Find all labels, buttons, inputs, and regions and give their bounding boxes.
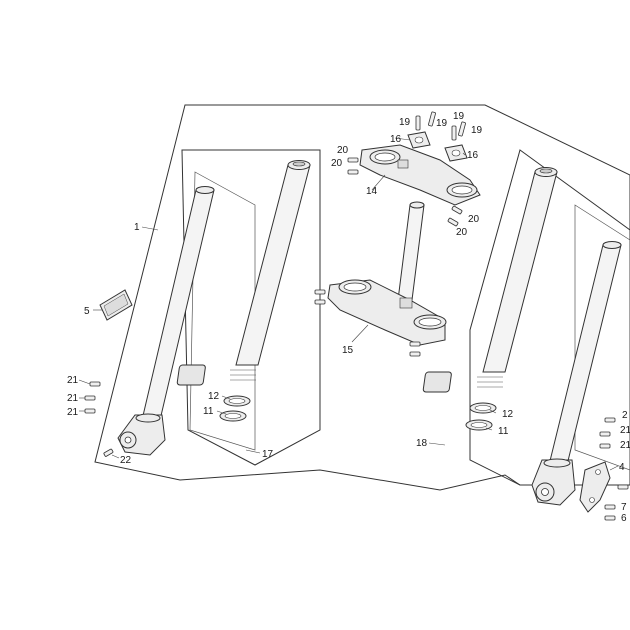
clamp-bolts-19 xyxy=(415,111,466,141)
label-part-20-a: 20 xyxy=(337,145,349,156)
label-part-6: 6 xyxy=(621,513,627,524)
steering-stem xyxy=(397,201,425,301)
label-part-20-b: 20 xyxy=(331,158,343,169)
main-panel-outline xyxy=(94,104,630,491)
leader-lines xyxy=(78,137,619,471)
label-part-18: 18 xyxy=(416,438,428,449)
label-part-21-right-a: 21 xyxy=(620,425,630,436)
left-seal-ring-11 xyxy=(219,410,247,422)
label-part-16-a: 16 xyxy=(390,134,402,145)
label-part-19-c: 19 xyxy=(453,111,465,122)
upper-triple-clamp xyxy=(359,144,481,206)
label-part-12-right: 12 xyxy=(502,409,514,420)
label-part-2-right: 2 xyxy=(622,410,628,421)
label-part-19-b: 19 xyxy=(436,118,448,129)
reflector-plate xyxy=(99,289,133,321)
right-fork-outer-tube xyxy=(422,167,558,393)
label-part-11-left: 11 xyxy=(203,406,214,417)
label-part-21-right-b: 21 xyxy=(620,440,630,451)
label-part-16-b: 16 xyxy=(467,150,479,161)
label-part-21-a: 21 xyxy=(67,375,79,386)
part-labels: 1 5 21 21 21 22 12 11 17 14 19 19 19 19 … xyxy=(67,111,630,524)
right-seal-ring-12 xyxy=(469,402,497,414)
lower-triple-clamp xyxy=(327,279,447,346)
label-part-11-right: 11 xyxy=(498,426,509,437)
label-part-5: 5 xyxy=(84,306,90,317)
label-part-20-d: 20 xyxy=(456,227,468,238)
left-bolts-21 xyxy=(84,381,101,414)
label-part-20-c: 20 xyxy=(468,214,480,225)
label-part-19-d: 19 xyxy=(471,125,483,136)
left-seal-ring-12 xyxy=(223,395,251,407)
right-fork-inner-tube xyxy=(548,241,622,466)
label-part-17: 17 xyxy=(262,449,274,460)
label-part-21-c: 21 xyxy=(67,407,79,418)
clamp-bolts-20-top xyxy=(347,157,359,175)
right-fork-axle-clamp xyxy=(531,458,576,506)
label-part-12-left: 12 xyxy=(208,391,220,402)
right-seal-ring-11 xyxy=(465,419,493,431)
left-fork-outer-tube xyxy=(176,160,311,386)
label-part-1: 1 xyxy=(134,222,140,233)
lower-clamp-bolts xyxy=(314,289,421,357)
label-part-19-a: 19 xyxy=(399,117,411,128)
handlebar-clamp-right xyxy=(444,144,468,162)
right-bolts-21 xyxy=(599,417,629,521)
label-part-7: 7 xyxy=(621,502,627,513)
clamp-bolts-20-right xyxy=(447,205,463,227)
right-fork-panel xyxy=(469,149,630,486)
label-part-21-b: 21 xyxy=(67,393,79,404)
label-part-4: 4 xyxy=(619,462,625,473)
left-fork-axle-clamp xyxy=(117,413,166,456)
bolt-22 xyxy=(103,448,114,457)
brake-bracket xyxy=(579,461,611,513)
handlebar-clamp-left xyxy=(407,131,431,149)
label-part-14: 14 xyxy=(366,186,378,197)
label-part-22: 22 xyxy=(120,455,132,466)
label-part-15: 15 xyxy=(342,345,354,356)
left-inner-panel xyxy=(189,171,256,451)
